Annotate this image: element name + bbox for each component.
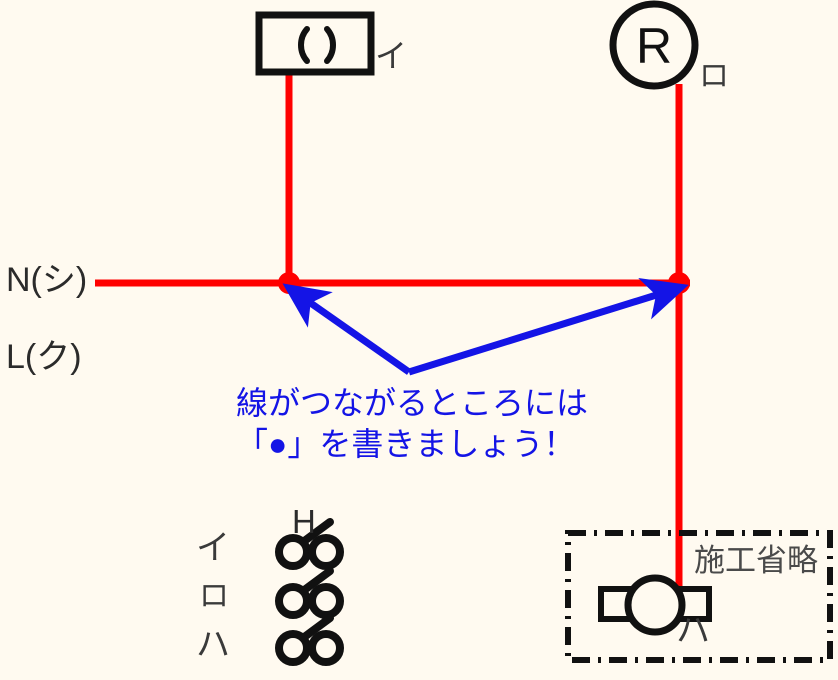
annotation-arrow-to-left-dot [282, 283, 412, 375]
device-receptacle-r[interactable]: R [609, 0, 699, 90]
annotation-arrow-group [282, 277, 689, 376]
omitted-work-box [565, 530, 833, 663]
device-outlet-box[interactable] [255, 11, 375, 76]
switch-legend-label-2: ロ [199, 580, 229, 613]
annotation-arrow-to-right-dot [407, 277, 689, 376]
supply-label-neutral: N(シ) [6, 261, 88, 299]
outlet-paren-right-icon [324, 26, 336, 64]
device-label-fluorescent-lamp: ハ [676, 612, 710, 650]
device-label-receptacle-r: ロ [699, 60, 729, 93]
switch-legend-symbols [275, 518, 344, 666]
omitted-work-label: 施工省略 [694, 543, 818, 578]
outlet-box-rect [255, 11, 375, 76]
switch-symbol-row-1[interactable] [275, 518, 344, 570]
junction-dot-left[interactable] [278, 272, 300, 294]
switch-legend-label-1: イ [196, 529, 230, 567]
junction-dot-right[interactable] [668, 272, 690, 294]
outlet-paren-left-icon [298, 26, 310, 64]
device-label-outlet-box: イ [375, 38, 408, 74]
supply-label-live: L(ク) [6, 338, 82, 376]
annotation-line-2: 「●」を書きましょう！ [236, 426, 576, 462]
lamp-circle [624, 574, 686, 636]
receptacle-r-letter: R [636, 18, 672, 74]
receptacle-circle [609, 0, 699, 90]
switch-symbol-row-2[interactable] [275, 567, 344, 619]
wire-group [95, 70, 690, 602]
switch-legend-label-3: ハ [196, 626, 230, 664]
device-fluorescent-lamp[interactable] [598, 574, 712, 636]
annotation-line-1: 線がつながるところには [236, 385, 589, 421]
switch-legend-header-h: H [292, 503, 316, 540]
switch-symbol-row-3[interactable] [275, 614, 344, 666]
